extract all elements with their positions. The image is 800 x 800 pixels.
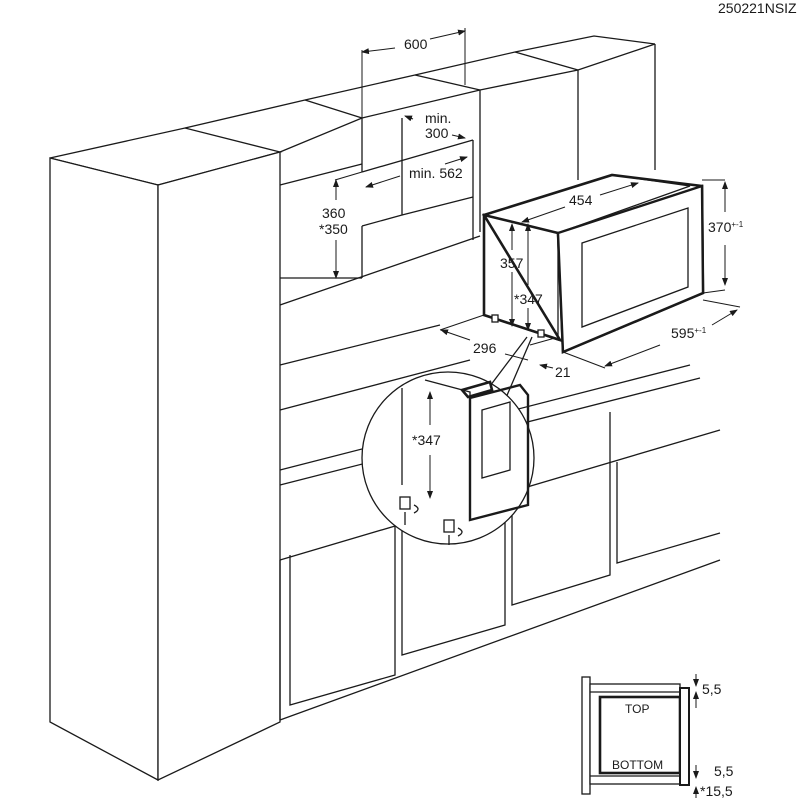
body-height-label: 357	[500, 255, 524, 271]
niche-width-label: 600	[404, 36, 428, 52]
niche-height-label: 360	[322, 205, 346, 221]
section-bottom-gap-label: 5,5	[714, 763, 734, 779]
body-height-alt-label: *347	[514, 291, 543, 307]
frame-height-label: 370+-1	[708, 219, 744, 235]
dimension-lines	[333, 28, 741, 370]
niche-min-depth-label-1: min.	[425, 110, 451, 126]
side-depth-label: 296	[473, 340, 497, 356]
tall-cabinet	[49, 127, 283, 782]
frame-width-label: 595+-1	[671, 325, 707, 341]
section-top-label: TOP	[625, 702, 649, 716]
section-top-gap-label: 5,5	[702, 681, 722, 697]
detail-height-label: *347	[412, 432, 441, 448]
niche-height-alt-label: *350	[319, 221, 348, 237]
niche-min-depth-label-2: 300	[425, 125, 449, 141]
section-bottom-label: BOTTOM	[612, 758, 663, 772]
frame-thickness-label: 21	[555, 364, 571, 380]
microwave-appliance	[481, 173, 705, 354]
niche-min-width-label: min. 562	[409, 165, 463, 181]
section-inset	[581, 674, 699, 798]
detail-callout	[361, 336, 535, 545]
drawing-code: 250221NSIZ	[718, 0, 797, 16]
appliance-depth-label: 454	[569, 192, 593, 208]
section-bottom-gap-alt-label: *15,5	[700, 783, 733, 799]
